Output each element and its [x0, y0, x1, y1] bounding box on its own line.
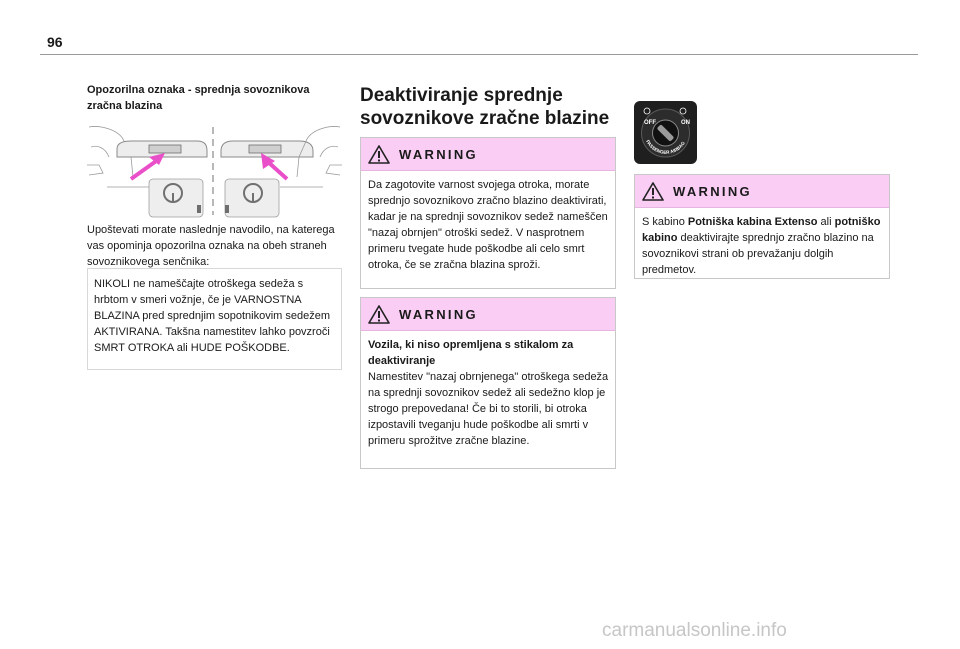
- left-arrow: [129, 153, 165, 181]
- sun-visor-label-illustration: [87, 126, 342, 218]
- warning-triangle-icon: [642, 181, 664, 201]
- airbag-on-symbol-icon: [679, 107, 687, 115]
- warning-text: Namestitev "nazaj obrnjenega" otroškega …: [368, 371, 609, 447]
- column-1: Opozorilna oznaka - sprednja sovoznikova…: [87, 82, 342, 114]
- warning-label: WARNING: [399, 306, 478, 322]
- warning-label: WARNING: [673, 183, 752, 199]
- label-intro: Upoštevati morate naslednje navodilo, na…: [87, 224, 335, 268]
- warning-text-part: deaktivirajte sprednjo zračno blazino na…: [642, 232, 874, 276]
- warning-text: Da zagotovite varnost svojega otroka, mo…: [368, 179, 608, 271]
- warning-bold-heading: Vozila, ki niso opremljena s stikalom za…: [368, 339, 574, 367]
- right-visor: [220, 140, 314, 158]
- column-2: Deaktiviranje sprednje sovoznikove zračn…: [360, 84, 615, 130]
- watermark: carmanualsonline.info: [602, 620, 787, 641]
- warning-box-1: WARNING Da zagotovite varnost svojega ot…: [360, 137, 616, 289]
- warning-bold-part: Potniška kabina Extenso: [687, 216, 818, 228]
- warning-triangle-icon: [368, 144, 390, 164]
- warning-text-part: ali: [817, 216, 835, 228]
- off-label: OFF: [644, 120, 656, 126]
- warning-content: Vozila, ki niso opremljena s stikalom za…: [361, 331, 615, 449]
- label-note-box: NIKOLI ne nameščajte otroškega sedeža s …: [87, 268, 342, 370]
- warning-triangle-icon: [368, 304, 390, 324]
- label-heading: Opozorilna oznaka - sprednja sovoznikova…: [87, 84, 310, 112]
- page-number: 96: [47, 34, 63, 50]
- right-arrow: [261, 153, 289, 181]
- warning-label: WARNING: [399, 146, 478, 162]
- warning-header: WARNING: [361, 298, 615, 331]
- header-divider: [40, 54, 918, 55]
- right-car-outline: [280, 126, 342, 188]
- airbag-off-symbol-icon: [643, 107, 651, 115]
- warning-bold-part: potniško kabino: [642, 216, 881, 244]
- warning-box-2: WARNING Vozila, ki niso opremljena s sti…: [360, 297, 616, 469]
- label-note-text: NIKOLI ne nameščajte otroškega sedeža s …: [94, 278, 330, 354]
- warning-text-part: S kabino: [642, 216, 688, 228]
- warning-content: S kabino Potniška kabina Extenso ali pot…: [635, 208, 889, 278]
- column-1-body: Upoštevati morate naslednje navodilo, na…: [87, 222, 342, 370]
- passenger-airbag-switch-icon: OFF ON PASSENGER AIRBAG: [634, 101, 697, 164]
- warning-header: WARNING: [635, 175, 889, 208]
- dashboard: [148, 178, 280, 218]
- left-visor: [116, 140, 208, 158]
- warning-header: WARNING: [361, 138, 615, 171]
- left-car-outline: [87, 126, 149, 188]
- on-label: ON: [681, 120, 690, 126]
- section-title: Deaktiviranje sprednje sovoznikove zračn…: [360, 85, 610, 129]
- warning-box-3: WARNING S kabino Potniška kabina Extenso…: [634, 174, 890, 279]
